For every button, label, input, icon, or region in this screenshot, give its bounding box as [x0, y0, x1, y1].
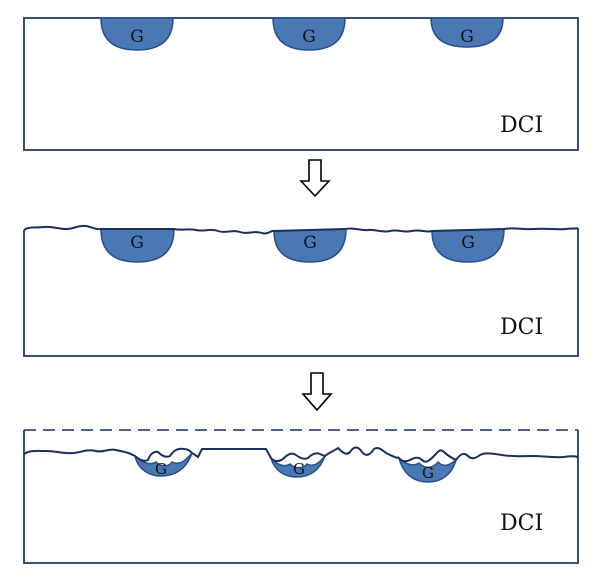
panel-3-matrix-label: DCI	[500, 511, 543, 536]
panel-2-graphite-2	[273, 228, 347, 263]
panel-3-graphite-label-1: G	[155, 460, 167, 478]
panel-2-graphite-label-3: G	[461, 233, 475, 253]
panel-2: G G G DCI	[23, 224, 579, 357]
panel-1-graphite-label-2: G	[302, 27, 316, 47]
panel-3-rough-surface	[23, 446, 579, 463]
panel-2-graphite-label-1: G	[130, 233, 144, 253]
panel-1-graphite-2	[272, 17, 346, 51]
panel-2-rough-surface	[23, 224, 579, 235]
panel-2-frame	[23, 228, 579, 357]
panel-1-matrix-label: DCI	[500, 113, 543, 138]
panel-3: G G G DCI	[23, 429, 579, 564]
panel-2-matrix-label: DCI	[500, 315, 543, 340]
panel-2-graphite-label-2: G	[303, 233, 317, 253]
panel-1: G G G DCI	[23, 17, 579, 151]
panel-2-graphite-3	[431, 228, 505, 263]
panel-3-graphite-2	[270, 455, 326, 478]
panel-2-graphite-1	[100, 228, 175, 263]
panel-3-graphite-1	[133, 452, 193, 477]
panel-1-graphite-label-3: G	[460, 27, 474, 47]
panel-1-graphite-label-1: G	[130, 27, 144, 47]
process-arrow-1	[299, 159, 331, 198]
panel-1-graphite-3	[430, 17, 504, 48]
process-arrow-2	[301, 372, 333, 412]
panel-1-graphite-1	[100, 17, 174, 51]
panel-3-graphite-label-3: G	[422, 464, 434, 482]
panel-3-frame	[23, 430, 579, 564]
panel-3-graphite-label-2: G	[293, 460, 305, 478]
panel-3-graphite-3	[397, 455, 458, 483]
